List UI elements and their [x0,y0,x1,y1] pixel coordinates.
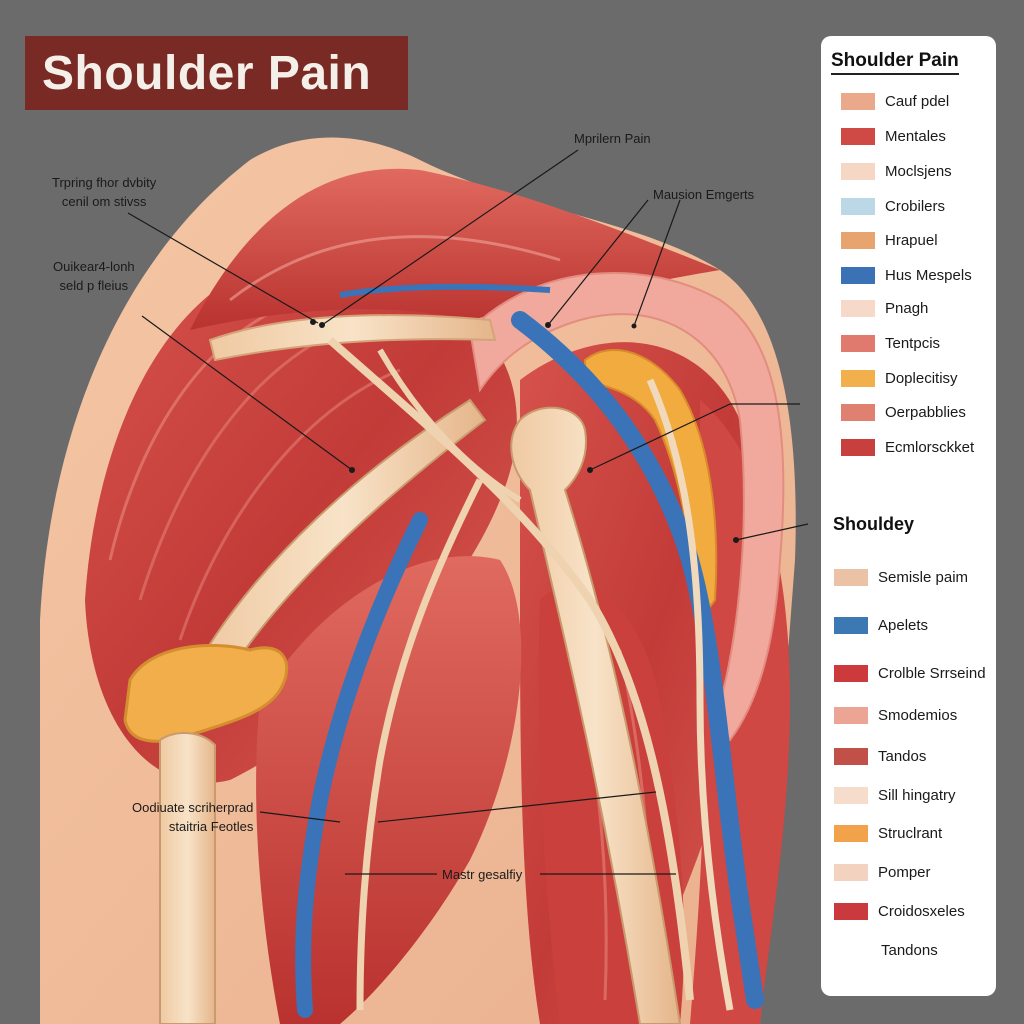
legend-label: Crobilers [885,197,946,215]
legend-label: Apelets [878,616,929,634]
callout-text: seld p fleius [59,278,129,293]
callout-left-2: Ouikear4-lonh seld p fleius [53,257,135,295]
legend-item: Oerpabblies [841,403,966,421]
cartilage [584,349,718,623]
legend-item: Moclsjens [841,162,952,180]
callout-text: Mprilern Pain [574,131,651,146]
legend-item: Crolble Srrseind [834,664,986,682]
legend-item: Smodemios [834,706,957,724]
legend-label: Moclsjens [885,162,952,180]
callout-lower-left: Oodiuate scriherprad staitria Feotles [132,798,253,836]
legend-title: Shoulder Pain [831,50,959,75]
legend-item: Cauf pdel [841,92,949,110]
legend-label: Oerpabblies [885,403,966,421]
legend-swatch [834,706,868,724]
artery-blue-1 [511,311,764,1009]
callout-text: Oodiuate scriherprad [132,800,254,815]
callout-top: Mprilern Pain [574,129,651,148]
legend-label: Smodemios [878,706,958,724]
legend-swatch [841,299,875,317]
legend-item: Tentpcis [841,334,940,352]
callout-bottom: Mastr gesalfiy [442,865,522,884]
callout-text: Mausion Emgerts [653,187,755,202]
legend-item: Struclrant [834,824,942,842]
legend-swatch [841,334,875,352]
subacromial-bursa [468,272,785,742]
legend-swatch [841,92,875,110]
tendon-3 [646,378,734,1011]
legend-item: Ecmlorsckket [841,438,974,456]
legend-swatch [834,902,868,920]
callout-text: Trpring fhor dvbity [52,175,157,190]
coracoid-bone [159,732,216,1024]
tendon-2 [356,478,484,1011]
legend-label: Pnagh [885,299,929,317]
legend-swatch [841,266,875,284]
legend-swatch [841,231,875,249]
tendon-1 [327,337,694,1001]
legend-item: Tandos [834,747,926,765]
legend-swatch [841,127,875,145]
legend-item: Semisle paim [834,568,968,586]
legend-item: Sill hingatry [834,786,956,804]
legend-swatch [841,197,875,215]
artery-blue-2 [295,512,428,1018]
legend-label: Cauf pdel [885,92,950,110]
callout-text: Ouikear4-lonh [53,259,135,274]
legend-label: Hrapuel [885,231,938,249]
callout-text: staitria Feotles [168,819,254,834]
callout-text: cenil om stivss [61,194,147,209]
legend-label: Croidosxeles [878,902,965,920]
legend-swatch [834,863,868,881]
tendon-4 [377,348,522,503]
legend-swatch [834,824,868,842]
legend-footer: Tandons [881,942,938,959]
legend-swatch [841,438,875,456]
legend-subtitle: Shouldey [833,514,915,534]
legend-label: Tandos [878,747,927,765]
legend-item: Mentales [841,127,946,145]
legend-label: Doplecitisy [885,369,958,387]
legend-swatch [834,568,868,586]
pectoral-muscle [256,556,522,1024]
legend-swatch [834,616,868,634]
legend-label: Pomper [878,863,931,881]
legend-item: Hus Mespels [841,266,972,284]
legend-label: Struclrant [878,824,943,842]
legend-item: Doplecitisy [841,369,958,387]
legend-item: Croidosxeles [834,902,965,920]
scapula-spine [198,398,487,682]
legend-label: Semisle paim [878,568,969,586]
legend-item: Pomper [834,863,931,881]
legend-label: Mentales [885,127,946,145]
legend-swatch [841,403,875,421]
page-title: Shoulder Pain [42,46,372,100]
callout-left-1: Trpring fhor dvbity cenil om stivss [52,173,156,211]
legend-item: Crobilers [841,197,945,215]
legend-item: Hrapuel [841,231,938,249]
legend-swatch [834,786,868,804]
callout-upper-right: Mausion Emgerts [653,185,754,204]
legend-label: Tentpcis [885,334,941,352]
humerus-bone [510,406,682,1024]
legend-swatch [841,162,875,180]
legend-item: Pnagh [841,299,928,317]
legend-label: Sill hingatry [878,786,956,804]
clavicle-bone [208,314,497,362]
callout-text: Mastr gesalfiy [442,867,523,882]
legend-item: Apelets [834,616,928,634]
legend-swatch [834,664,868,682]
legend-swatch [841,369,875,387]
legend-label: Crolble Srrseind [878,664,986,682]
legend-panel: Shoulder Pain Cauf pdel Mentales Moclsje… [821,36,996,996]
legend-label: Ecmlorsckket [885,438,975,456]
legend-label: Hus Mespels [885,266,972,284]
title-banner: Shoulder Pain [25,36,408,110]
legend-swatch [834,747,868,765]
